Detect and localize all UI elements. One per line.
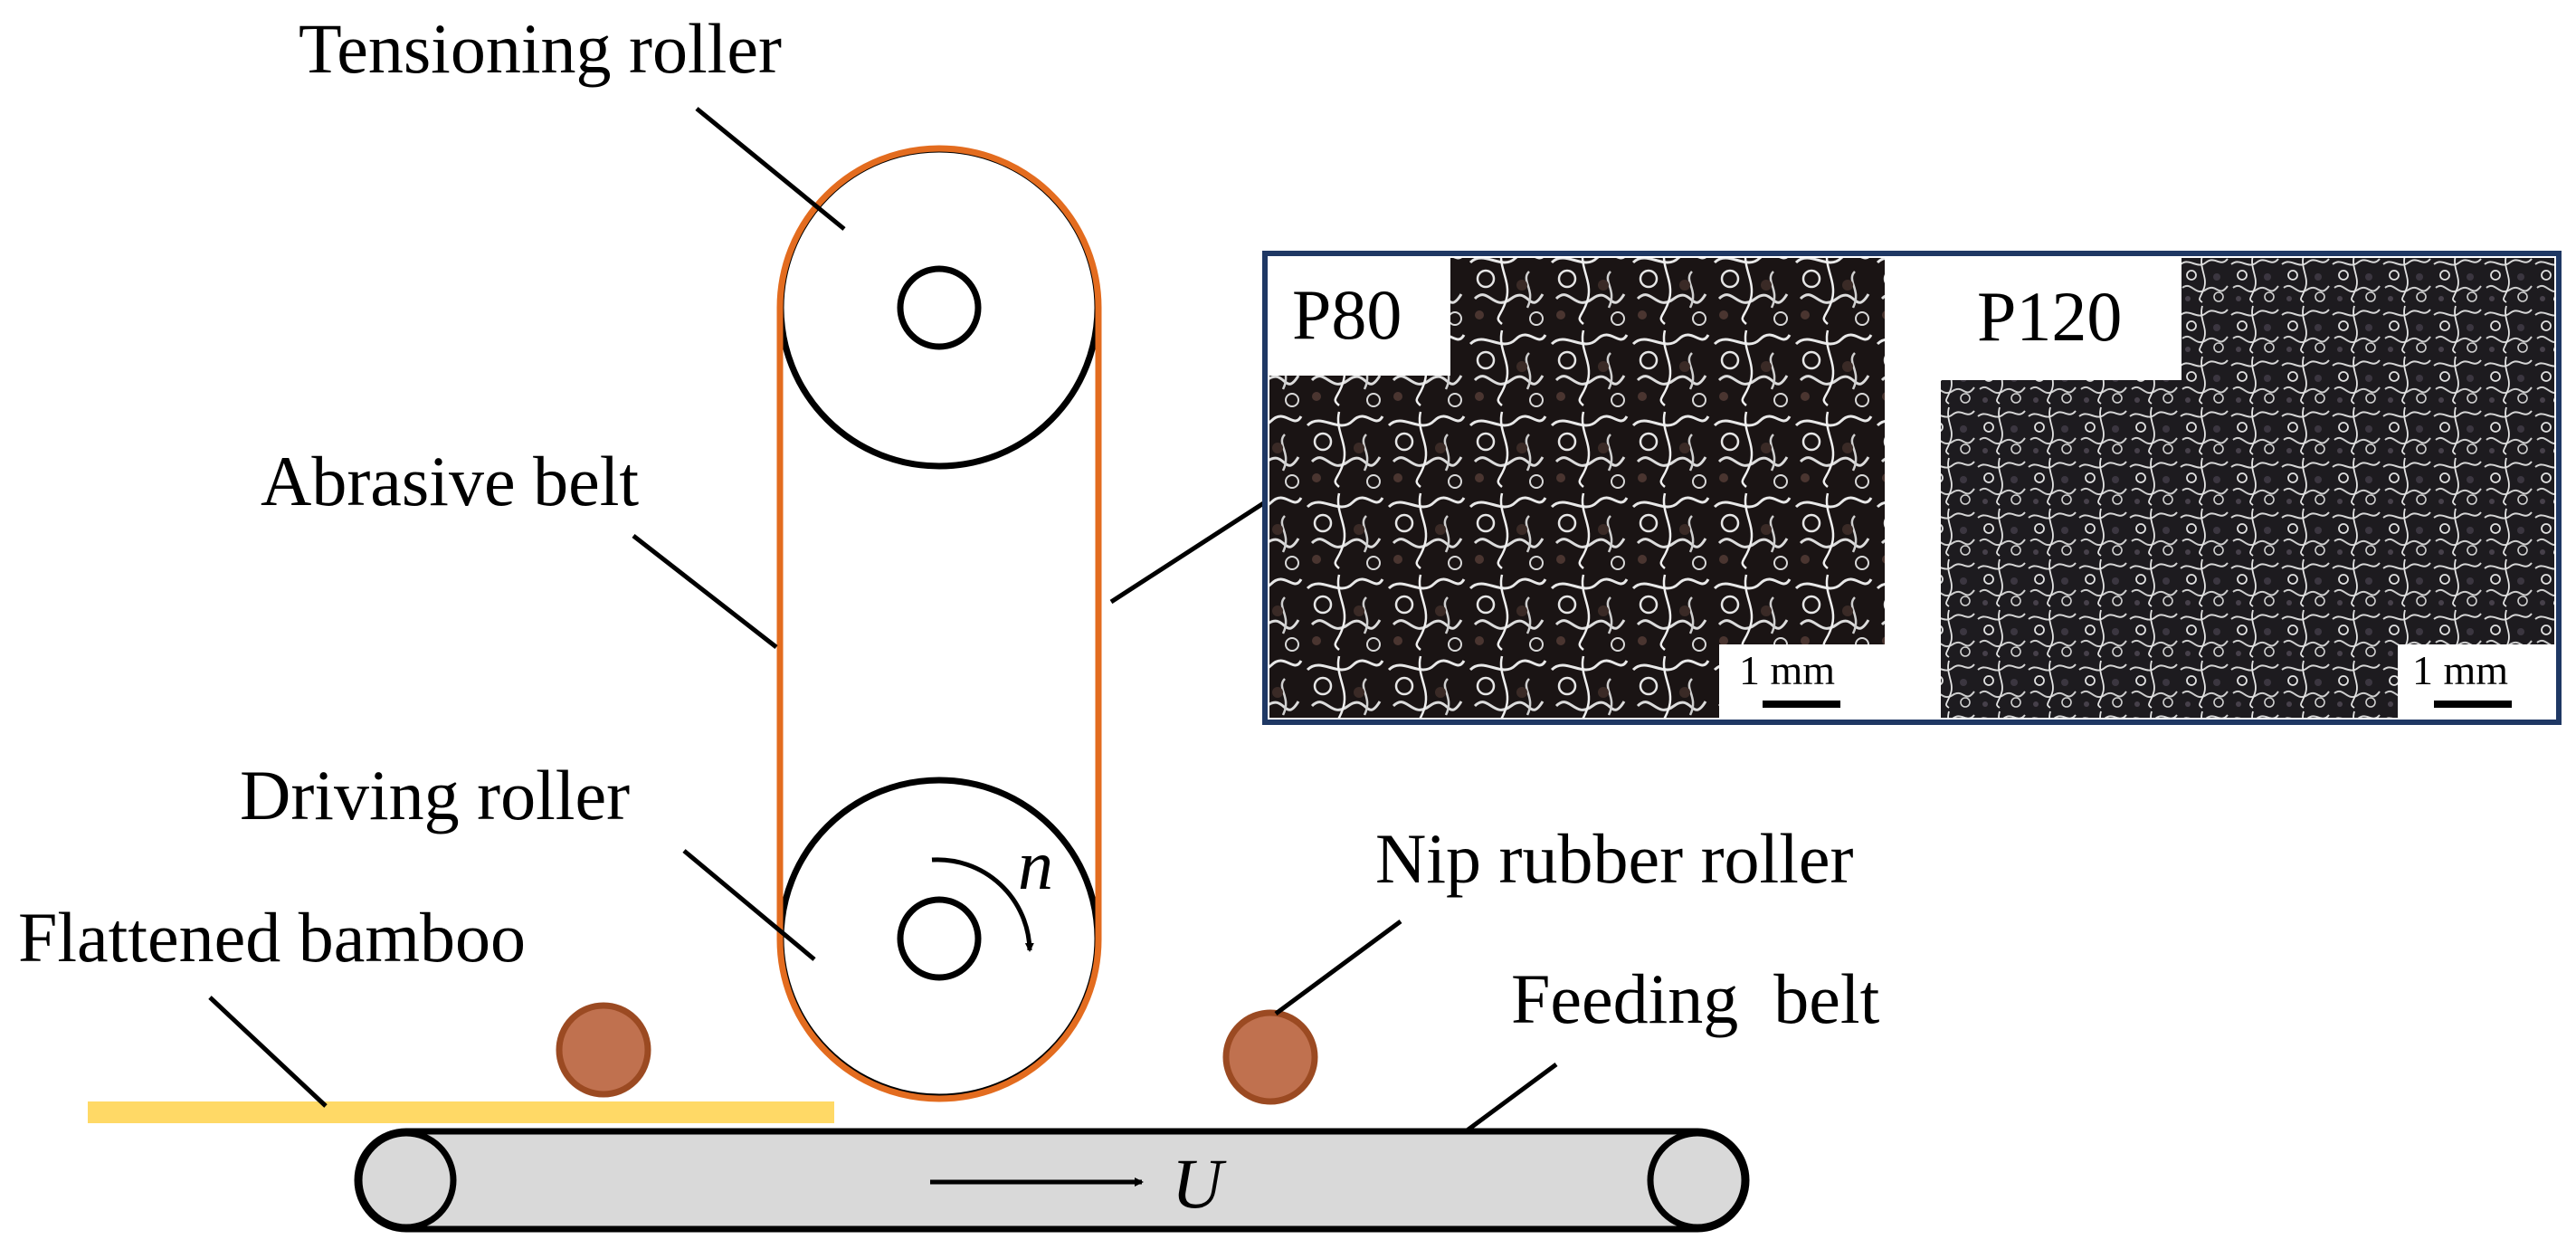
leader-tensioning-roller [695, 107, 846, 231]
p120-label: P120 [1977, 277, 2122, 356]
p80-label: P80 [1292, 275, 1402, 354]
leader-lines [208, 107, 1558, 1134]
nip-rubber-roller-right [1222, 1009, 1318, 1105]
p80-label-box [1269, 258, 1450, 376]
leader-nip-rubber-roller [1274, 919, 1402, 1016]
flattened-bamboo-strip [88, 1101, 834, 1123]
feeding-belt-label: Feeding belt [1511, 959, 1880, 1038]
rotation-arrow [931, 857, 1034, 952]
abrasive-grit-inset: P80 1 mm P120 1 mm [1262, 251, 2562, 725]
inset-divider [1885, 258, 1941, 718]
tensioning-roller-label: Tensioning roller [299, 9, 782, 88]
p120-label-box [1941, 258, 2182, 380]
driving-roller-label: Driving roller [240, 756, 630, 834]
feed-speed-symbol: U [1172, 1144, 1227, 1223]
feeding-belt-right-pulley [1647, 1130, 1748, 1231]
sanding-head [776, 145, 1102, 1102]
leader-driving-roller [682, 849, 816, 961]
leader-abrasive-belt [632, 534, 778, 649]
tensioning-roller-shaft [897, 265, 982, 350]
driving-roller-shaft [897, 896, 982, 981]
leader-feeding-belt [1464, 1062, 1558, 1134]
nip-rubber-roller-left [556, 1002, 651, 1098]
abrasive-belt-label: Abrasive belt [261, 442, 639, 520]
abrasive-belt [776, 145, 1102, 1102]
leader-inset [1109, 500, 1267, 605]
p80-scale-label: 1 mm [1739, 647, 1835, 693]
leader-flattened-bamboo [208, 996, 328, 1108]
nip-rubber-roller-label: Nip rubber roller [1375, 819, 1854, 898]
rotation-symbol: n [1018, 825, 1053, 904]
flattened-bamboo-label: Flattened bamboo [18, 898, 526, 977]
p120-scale-label: 1 mm [2412, 647, 2508, 693]
feeding-belt-left-pulley [356, 1130, 457, 1231]
